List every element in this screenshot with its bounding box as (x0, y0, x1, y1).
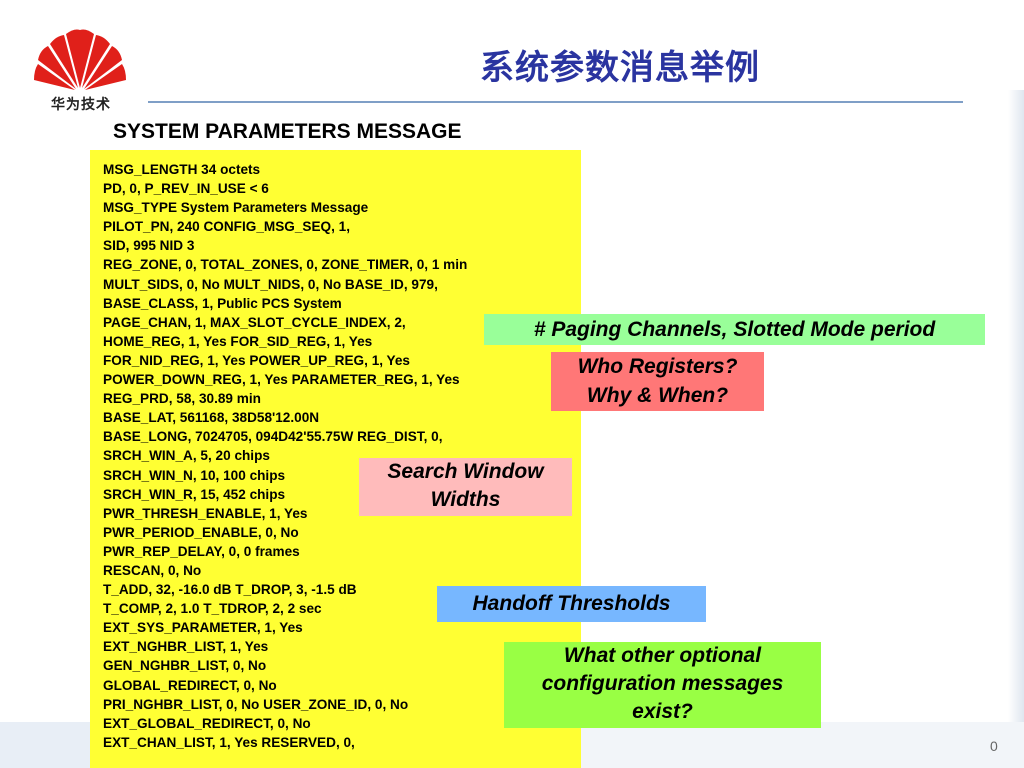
message-line: SRCH_WIN_A, 5, 20 chips (103, 448, 270, 464)
footer-bar-right (581, 722, 1024, 768)
message-line: SRCH_WIN_N, 10, 100 chips (103, 467, 286, 483)
message-field-list: MSG_LENGTH 34 octets PD, 0, P_REV_IN_USE… (103, 160, 467, 752)
footer-bar-left (0, 722, 90, 768)
message-line: RESCAN, 0, No (103, 562, 202, 578)
page-number: 0 (990, 738, 998, 754)
other-callout-line1: What other optional (563, 644, 762, 667)
message-line: EXT_NGHBR_LIST, 1, Yes (103, 639, 269, 655)
message-line: PRI_NGHBR_LIST, 0, No USER_ZONE_ID, 0, N… (103, 696, 409, 712)
message-line: PWR_THRESH_ENABLE, 1, Yes (103, 505, 308, 521)
who-callout-line1: Who Registers? (577, 355, 738, 378)
optional-messages-callout: What other optional configuration messag… (504, 642, 821, 728)
message-line: PAGE_CHAN, 1, MAX_SLOT_CYCLE_INDEX, 2, (103, 314, 406, 330)
message-line: POWER_DOWN_REG, 1, Yes PARAMETER_REG, 1,… (103, 372, 460, 388)
message-line: SRCH_WIN_R, 15, 452 chips (103, 486, 286, 502)
search-callout-line1: Search Window (387, 460, 544, 483)
message-line: REG_ZONE, 0, TOTAL_ZONES, 0, ZONE_TIMER,… (103, 257, 468, 273)
message-line: MSG_LENGTH 34 octets (103, 162, 261, 177)
message-line: PD, 0, P_REV_IN_USE < 6 (103, 181, 269, 197)
message-line: GEN_NGHBR_LIST, 0, No (103, 658, 267, 674)
other-callout-line2: configuration messages (541, 672, 784, 695)
side-shade (1008, 90, 1024, 730)
paging-callout-text: # Paging Channels, Slotted Mode period (533, 318, 936, 341)
message-line: EXT_GLOBAL_REDIRECT, 0, No (103, 715, 311, 731)
message-line: EXT_SYS_PARAMETER, 1, Yes (103, 620, 303, 636)
message-line: FOR_NID_REG, 1, Yes POWER_UP_REG, 1, Yes (103, 352, 410, 368)
message-line: T_COMP, 2, 1.0 T_TDROP, 2, 2 sec (103, 601, 322, 617)
page-title: 系统参数消息举例 (480, 48, 760, 88)
search-callout-line2: Widths (430, 488, 501, 511)
message-line: MULT_SIDS, 0, No MULT_NIDS, 0, No BASE_I… (103, 276, 438, 292)
message-line: PWR_PERIOD_ENABLE, 0, No (103, 524, 299, 540)
message-line: BASE_LAT, 561168, 38D58'12.00N (103, 410, 320, 426)
message-line: HOME_REG, 1, Yes FOR_SID_REG, 1, Yes (103, 333, 373, 349)
handoff-thresholds-callout: Handoff Thresholds (437, 586, 706, 622)
message-line: MSG_TYPE System Parameters Message (103, 200, 369, 216)
logo-text: 华为技术 (51, 97, 111, 113)
message-heading: SYSTEM PARAMETERS MESSAGE (113, 120, 462, 143)
paging-channels-callout: # Paging Channels, Slotted Mode period (484, 314, 985, 345)
message-line: PWR_REP_DELAY, 0, 0 frames (103, 543, 300, 559)
title-divider (148, 101, 963, 103)
message-line: EXT_CHAN_LIST, 1, Yes RESERVED, 0, (103, 734, 355, 750)
handoff-callout-text: Handoff Thresholds (472, 592, 671, 615)
message-line: GLOBAL_REDIRECT, 0, No (103, 677, 277, 693)
who-callout-line2: Why & When? (586, 384, 729, 407)
search-window-callout: Search Window Widths (359, 458, 572, 516)
message-line: REG_PRD, 58, 30.89 min (103, 391, 261, 407)
message-line: T_ADD, 32, -16.0 dB T_DROP, 3, -1.5 dB (103, 582, 357, 598)
other-callout-line3: exist? (632, 700, 693, 723)
who-registers-callout: Who Registers? Why & When? (551, 352, 764, 411)
message-line: BASE_CLASS, 1, Public PCS System (103, 295, 342, 311)
message-line: BASE_LONG, 7024705, 094D42'55.75W REG_DI… (103, 429, 443, 445)
message-line: SID, 995 NID 3 (103, 238, 195, 254)
message-line: PILOT_PN, 240 CONFIG_MSG_SEQ, 1, (103, 219, 351, 235)
huawei-logo-icon (34, 29, 126, 90)
